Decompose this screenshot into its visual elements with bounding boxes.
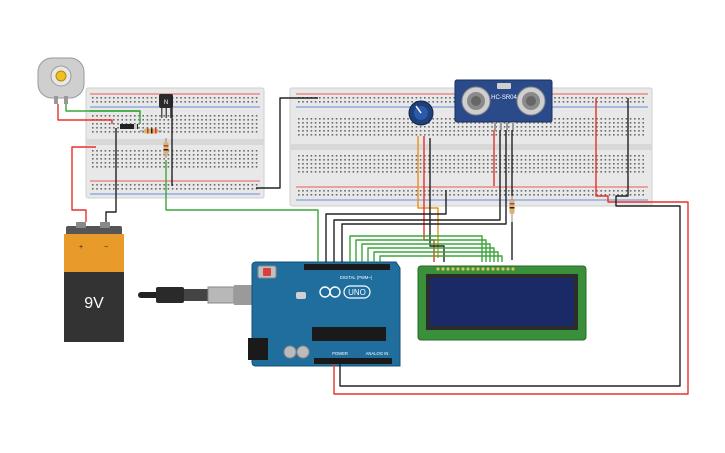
arduino-logo <box>319 286 341 298</box>
arduino-digital-label: DIGITAL (PWM~) <box>340 275 373 280</box>
dc-motor[interactable] <box>37 57 85 104</box>
arduino-uno[interactable]: UNO DIGITAL (PWM~) POWER ANALOG IN <box>248 261 401 367</box>
transistor[interactable]: N <box>159 94 173 118</box>
wires <box>57 96 689 395</box>
battery-minus-label: − <box>104 244 108 251</box>
resistor[interactable] <box>163 138 169 158</box>
resistor[interactable] <box>509 196 515 222</box>
battery-plus-label: + <box>79 244 83 251</box>
usb-cable[interactable] <box>138 285 270 305</box>
arduino-analog-label: ANALOG IN <box>366 351 389 356</box>
svg-text:N: N <box>164 100 168 106</box>
arduino-power-label: POWER <box>332 351 348 356</box>
resistor[interactable] <box>140 128 162 134</box>
left-breadboard[interactable] <box>85 87 265 199</box>
ultrasonic-sensor[interactable]: HC-SR04 <box>454 79 553 130</box>
right-breadboard[interactable] <box>289 87 653 207</box>
battery-9v[interactable]: + − 9V <box>64 222 124 342</box>
sensor-model-label: HC-SR04 <box>491 95 517 101</box>
diode[interactable] <box>120 124 138 129</box>
battery-voltage-label: 9V <box>84 295 104 312</box>
lcd-pin-header <box>436 267 515 271</box>
potentiometer[interactable] <box>408 100 434 126</box>
arduino-brand-label: UNO <box>348 288 366 297</box>
lcd-display[interactable] <box>417 265 587 341</box>
